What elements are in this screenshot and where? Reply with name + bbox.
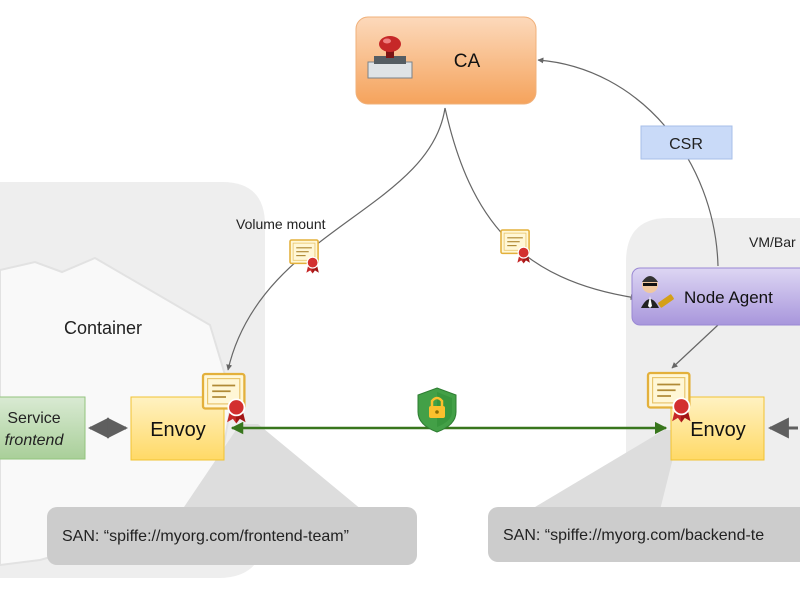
stamp-icon [367, 36, 413, 79]
san-right-box: SAN: “spiffe://myorg.com/backend-te [488, 507, 800, 562]
node-agent-label: Node Agent [684, 288, 773, 307]
service-frontend-node[interactable]: Service frontend [0, 396, 86, 460]
ca-label: CA [454, 51, 481, 72]
csr-label: CSR [669, 136, 703, 153]
service-label: Service [7, 410, 60, 427]
san-right-label: SAN: “spiffe://myorg.com/backend-te [503, 527, 764, 544]
container-label: Container [64, 318, 142, 338]
envoy-right-label: Envoy [690, 419, 746, 441]
csr-label-box: CSR [640, 125, 733, 160]
node-agent-node[interactable]: Node Agent [631, 267, 800, 326]
agent-icon [641, 276, 674, 308]
san-right-callout [530, 430, 680, 510]
envoy-left-label: Envoy [150, 419, 206, 441]
certificate-icon [500, 229, 531, 265]
san-left-label: SAN: “spiffe://myorg.com/frontend-team” [62, 528, 349, 545]
san-left-callout [182, 424, 362, 510]
vm-label: VM/Bar [749, 234, 796, 250]
service-name-label: frontend [5, 432, 65, 449]
volume-mount-label: Volume mount [236, 216, 326, 232]
lock-shield-icon [417, 387, 457, 433]
edge-node-agent-to-envoy-right [671, 324, 719, 369]
edge-ca-to-node-agent [444, 107, 637, 301]
edge-ca-to-envoy-left [226, 107, 446, 371]
certificate-icon [289, 239, 320, 275]
ca-node[interactable]: CA [355, 16, 537, 105]
san-left-box: SAN: “spiffe://myorg.com/frontend-team” [47, 507, 417, 565]
